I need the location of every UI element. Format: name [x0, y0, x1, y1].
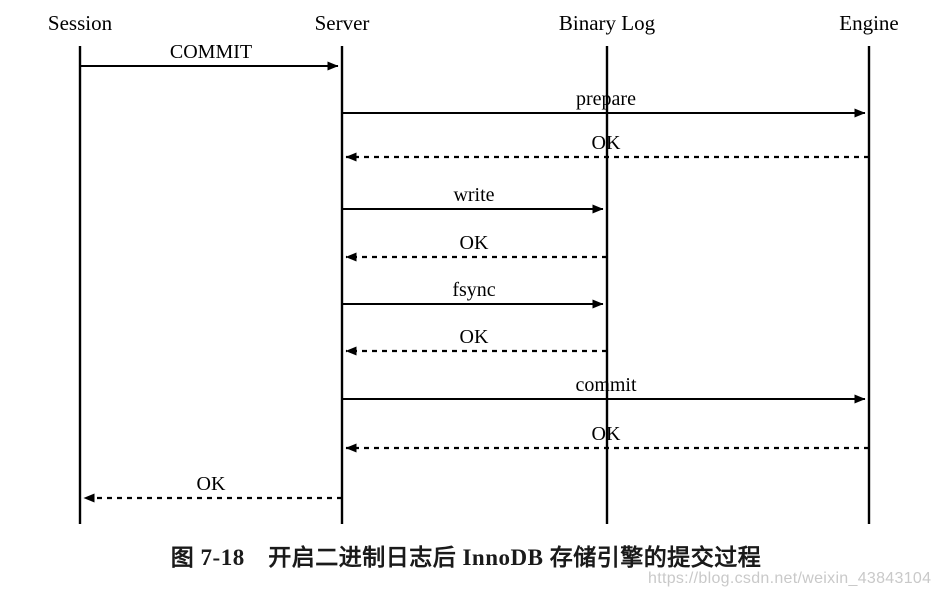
message-fsync: fsync	[342, 279, 604, 309]
message-label-commit: COMMIT	[170, 41, 252, 63]
figure-caption: 图 7-18 开启二进制日志后 InnoDB 存储引擎的提交过程	[170, 545, 762, 570]
participant-label-engine: Engine	[839, 11, 898, 35]
participant-label-server: Server	[315, 11, 370, 35]
message-fsync-ok: OK	[345, 326, 607, 356]
message-label-fsync-ok: OK	[460, 326, 489, 348]
watermark-text: https://blog.csdn.net/weixin_43843104	[648, 570, 932, 587]
message-session-ok: OK	[83, 473, 342, 503]
participant-headers: Session Server Binary Log Engine	[48, 11, 899, 35]
message-commit-request: COMMIT	[80, 41, 339, 71]
participant-label-binary-log: Binary Log	[559, 11, 656, 35]
message-label-write-ok: OK	[460, 232, 489, 254]
message-commit-ok: OK	[345, 423, 869, 453]
message-label-prepare: prepare	[576, 88, 636, 110]
message-prepare-ok: OK	[345, 132, 869, 162]
message-label-fsync: fsync	[452, 279, 495, 301]
message-write: write	[342, 184, 604, 214]
message-commit-engine: commit	[342, 374, 866, 404]
message-label-commit-engine: commit	[575, 374, 637, 396]
participant-label-session: Session	[48, 11, 113, 35]
lifelines	[78, 46, 871, 524]
message-prepare: prepare	[342, 88, 866, 118]
message-label-write: write	[453, 184, 494, 206]
message-label-commit-ok: OK	[592, 423, 621, 445]
message-write-ok: OK	[345, 232, 607, 262]
message-label-prepare-ok: OK	[592, 132, 621, 154]
message-label-session-ok: OK	[197, 473, 226, 495]
